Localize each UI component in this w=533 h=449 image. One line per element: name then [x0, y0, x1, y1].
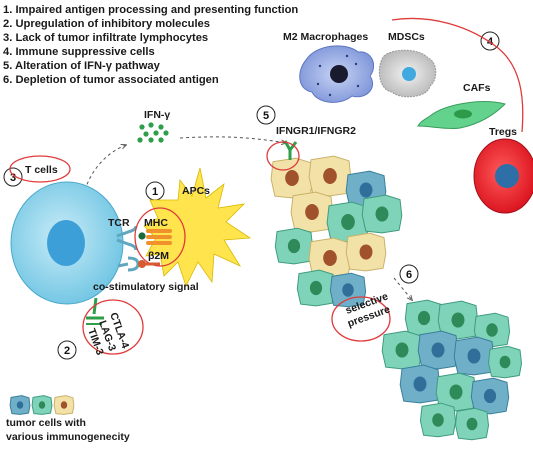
tumor-cell-8: [399, 364, 441, 404]
mdscs-label: MDSCs: [388, 31, 425, 43]
m2-macrophage-icon: [299, 45, 374, 103]
b2m-label: β2M: [148, 250, 169, 262]
ifngr-highlight: [266, 141, 300, 171]
tumor-cell-11: [329, 272, 367, 308]
ifn-gamma-label: IFN-γ: [144, 109, 170, 121]
tumor-cluster-after: [381, 299, 522, 441]
tumor-cell-6: [453, 336, 495, 376]
cafs-label: CAFs: [463, 82, 491, 94]
legend-item-3: 3. Lack of tumor infiltrate lymphocytes: [3, 32, 208, 44]
tumor-cell-3: [53, 395, 75, 415]
tumor-cell-1: [9, 395, 31, 415]
svg-text:3: 3: [10, 172, 16, 184]
tregs-label: Tregs: [489, 126, 517, 138]
legend-item-1: 1. Impaired antigen processing and prese…: [3, 4, 298, 16]
tumor-cell-7: [488, 345, 522, 379]
tumor-cell-12: [455, 407, 489, 441]
legend-item-2: 2. Upregulation of inhibitory molecules: [3, 18, 210, 30]
mhc-label: MHC: [144, 217, 168, 229]
inhibitory-molecules-highlight: [82, 299, 144, 355]
tumor-caption-line-1: tumor cells with: [6, 417, 86, 429]
m2-macrophages-label: M2 Macrophages: [283, 31, 368, 43]
antigen-presentation-highlight: [134, 207, 186, 267]
tumor-cell-8: [308, 237, 352, 279]
tumor-cell-2: [437, 300, 479, 340]
tumor-cluster-before: [270, 155, 403, 308]
t-cell-nucleus: [47, 220, 85, 266]
treg-icon: [473, 138, 533, 214]
legend-item-5: 5. Alteration of IFN-γ pathway: [3, 60, 161, 72]
tumor-cell-9: [435, 372, 477, 412]
number-circle-2: 2: [57, 340, 77, 360]
costimulatory-receptor-icon: [117, 256, 160, 272]
tumor-cell-6: [361, 194, 403, 234]
ifn-gamma-molecules-icon: [137, 122, 169, 143]
tcr-label: TCR: [108, 217, 130, 229]
tumor-cell-2: [308, 155, 352, 197]
tumor-cell-9: [345, 232, 387, 272]
legend-item-4: 4. Immune suppressive cells: [3, 46, 155, 58]
tumor-cell-7: [274, 227, 314, 265]
apcs-label: APCs: [182, 185, 210, 197]
tumor-cell-1: [270, 157, 314, 199]
tumor-cells-legend-icon: [9, 395, 75, 415]
arrow-selective-pressure: [393, 277, 412, 300]
ifngr-receptor-icon: [283, 140, 298, 160]
costimulatory-signal-label: co-stimulatory signal: [93, 281, 199, 293]
mhc-complex-icon: [138, 229, 172, 245]
tumor-cell-1: [404, 299, 444, 337]
svg-text:1: 1: [152, 186, 158, 198]
number-circle-6: 6: [399, 264, 419, 284]
suppressive-cells-bracket: [391, 17, 524, 133]
t-cells-label: T cells: [25, 164, 58, 176]
tumor-cell-4: [290, 191, 334, 233]
svg-text:2: 2: [64, 345, 70, 357]
caf-icon: [417, 101, 506, 130]
number-circle-5: 5: [256, 105, 276, 125]
t-cells-highlight: [9, 155, 71, 183]
number-circle-1: 1: [145, 181, 165, 201]
arrow-ifn-to-receptor: [179, 136, 286, 143]
legend-item-6: 6. Depletion of tumor associated antigen: [3, 74, 219, 86]
arrow-tcell-to-ifn: [84, 145, 126, 191]
svg-text:5: 5: [263, 110, 269, 122]
legend: 1. Impaired antigen processing and prese…: [3, 4, 298, 86]
ifngr-label: IFNGR1/IFNGR2: [276, 125, 356, 137]
tumor-cell-10: [470, 377, 510, 415]
number-circle-3: 3: [3, 167, 23, 187]
selective-pressure-highlight: [331, 296, 391, 342]
svg-text:6: 6: [406, 269, 412, 281]
tumor-cell-2: [31, 395, 53, 415]
tumor-cell-11: [419, 402, 457, 438]
mdsc-icon: [378, 49, 437, 98]
tumor-cell-5: [417, 330, 459, 370]
tumor-cell-4: [381, 330, 423, 370]
tumor-caption-line-2: various immunogenecity: [6, 431, 130, 443]
tumor-cell-10: [296, 269, 336, 307]
